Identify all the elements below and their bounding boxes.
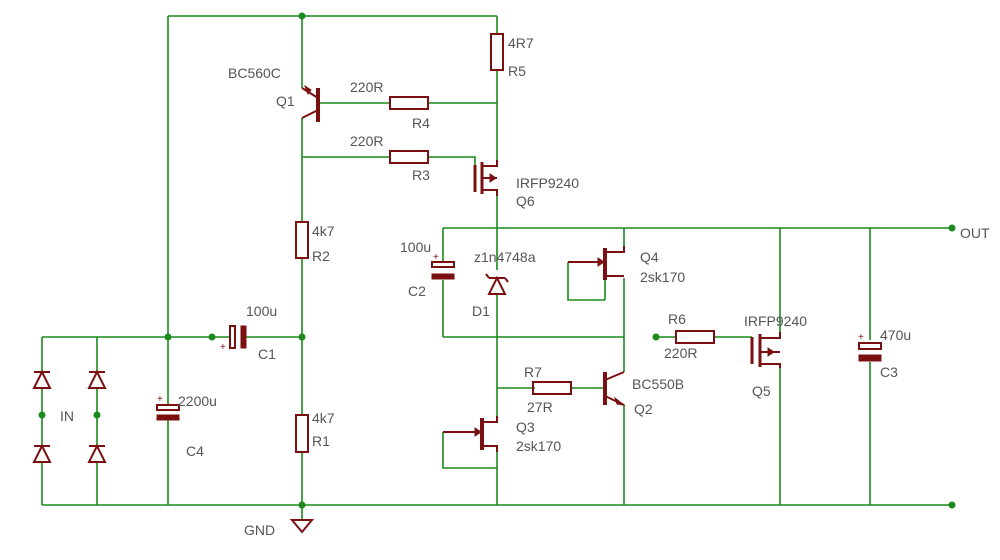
- r2-ref: R2: [312, 248, 330, 264]
- r5-resistor: [490, 33, 504, 71]
- q4-ref: Q4: [640, 249, 659, 265]
- ground-label: GND: [244, 522, 275, 538]
- r6-value: 220R: [664, 345, 697, 361]
- c2-ref: C2: [408, 283, 426, 299]
- q1-ref: Q1: [276, 93, 295, 109]
- r1-resistor: [295, 414, 309, 453]
- output-label: OUT: [960, 225, 990, 241]
- c1-capacitor: +: [220, 325, 247, 353]
- input-label: IN: [60, 408, 74, 424]
- c3-capacitor: +: [858, 332, 882, 362]
- c1-value: 100u: [246, 303, 277, 319]
- c4-capacitor: +: [156, 394, 180, 421]
- r2-value: 4k7: [312, 223, 335, 239]
- q4-value: 2sk170: [640, 269, 685, 285]
- q5-value: IRFP9240: [744, 313, 807, 329]
- r2-resistor: [295, 221, 309, 259]
- bridge-rectifier: [32, 369, 107, 463]
- r4-ref: R4: [412, 115, 430, 131]
- c3-ref: C3: [880, 364, 898, 380]
- q1-value: BC560C: [228, 65, 281, 81]
- svg-text:+: +: [157, 394, 163, 405]
- c3-value: 470u: [880, 327, 911, 343]
- q4-jfet: [568, 246, 625, 280]
- q2-transistor: [603, 371, 626, 406]
- r5-ref: R5: [508, 63, 526, 79]
- r7-value: 27R: [527, 399, 553, 415]
- svg-text:+: +: [220, 342, 226, 353]
- c4-ref: C4: [186, 443, 204, 459]
- d1-ref: D1: [472, 303, 490, 319]
- q2-ref: Q2: [634, 401, 653, 417]
- wires: [41, 15, 952, 520]
- q5-mosfet: [750, 332, 781, 368]
- q3-jfet: [443, 416, 498, 452]
- c2-value: 100u: [400, 239, 431, 255]
- q6-ref: Q6: [516, 193, 535, 209]
- c2-capacitor: +: [431, 252, 455, 280]
- r4-resistor: [389, 96, 429, 110]
- r1-value: 4k7: [312, 410, 335, 426]
- r5-value: 4R7: [508, 35, 534, 51]
- r6-ref: R6: [668, 311, 686, 327]
- svg-text:+: +: [433, 252, 439, 263]
- c4-value: 2200u: [178, 393, 217, 409]
- ground-symbol: [289, 519, 315, 534]
- q6-value: IRFP9240: [516, 175, 579, 191]
- r3-ref: R3: [412, 167, 430, 183]
- svg-text:+: +: [858, 332, 864, 343]
- q2-value: BC550B: [632, 376, 684, 392]
- d1-zener: [485, 273, 509, 295]
- r7-resistor: [532, 381, 572, 395]
- q6-mosfet: [473, 160, 498, 196]
- r7-ref: R7: [524, 364, 542, 380]
- q3-value: 2sk170: [516, 438, 561, 454]
- r3-value: 220R: [350, 133, 383, 149]
- d1-value: z1n4748a: [474, 249, 536, 265]
- q1-transistor: [301, 84, 320, 122]
- r1-ref: R1: [312, 433, 330, 449]
- c1-ref: C1: [258, 346, 276, 362]
- junctions: [38, 12, 956, 509]
- r3-resistor: [389, 150, 429, 164]
- q5-ref: Q5: [752, 383, 771, 399]
- r6-resistor: [675, 330, 715, 344]
- q3-ref: Q3: [516, 419, 535, 435]
- r4-value: 220R: [350, 79, 383, 95]
